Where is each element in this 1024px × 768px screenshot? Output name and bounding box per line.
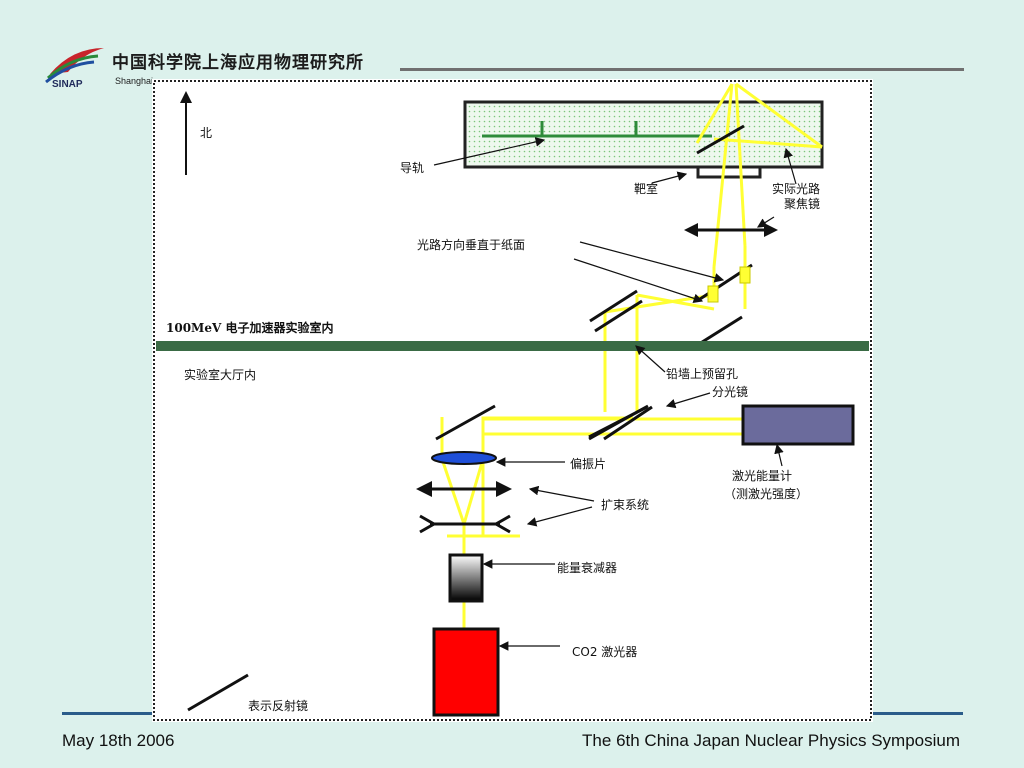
- footer-rule-left: [62, 712, 152, 715]
- beam-expander-convex-lens-icon: [416, 481, 512, 497]
- focus-lens-icon: [684, 223, 778, 237]
- north-arrow-icon: [180, 91, 192, 175]
- beam-perp-mark: [707, 285, 719, 303]
- mirror-legend-icon: [187, 673, 249, 712]
- lower-beam-path: [440, 417, 485, 629]
- guide-rail-label: 导轨: [400, 161, 424, 175]
- beam-expander-concave-lens-icon: [419, 514, 511, 534]
- footer-date: May 18th 2006: [62, 731, 175, 750]
- logo-text: SINAP: [52, 79, 83, 90]
- mirror: [594, 299, 643, 333]
- footer-rule-right: [873, 712, 963, 715]
- room-upper-label: 100MeV 电子加速器实验室内: [166, 320, 333, 335]
- co2-laser-label: CO2 激光器: [572, 645, 637, 659]
- lead-wall-hole-label: 铅墙上预留孔: [666, 367, 738, 381]
- target-chamber-label: 靶室: [634, 181, 658, 196]
- header-rule: [400, 68, 964, 71]
- room-lower-label: 实验室大厅内: [184, 367, 256, 382]
- beamline-diagram: 北: [152, 79, 873, 722]
- footer-conference: The 6th China Japan Nuclear Physics Symp…: [582, 731, 960, 750]
- institute-name-en: Shanghai: [115, 76, 154, 86]
- actual-path-label: 实际光路: [772, 181, 820, 196]
- chamber-port: [696, 165, 762, 179]
- callout-lines: [433, 137, 797, 651]
- energy-attenuator: [448, 553, 484, 603]
- laser-energy-meter-label: 激光能量计: [732, 469, 792, 483]
- north-label: 北: [200, 126, 212, 140]
- laser-energy-meter: [741, 404, 855, 446]
- guide-rail: [482, 121, 712, 138]
- focus-mirror-label: 聚焦镜: [784, 196, 820, 211]
- polarizer-label: 偏振片: [570, 456, 606, 471]
- polarizer-icon: [431, 451, 497, 465]
- sinap-logo-icon: [45, 48, 104, 84]
- mirror-legend-label: 表示反射镜: [248, 698, 308, 713]
- diagram-frame: [153, 80, 872, 721]
- measure-intensity-label: （测激光强度）: [724, 486, 808, 501]
- lead-wall: [156, 341, 869, 351]
- co2-laser: [432, 627, 500, 717]
- beam-expander-label: 扩束系统: [601, 498, 649, 512]
- beam-splitter-label: 分光镜: [712, 384, 748, 399]
- attenuator-label: 能量衰减器: [557, 560, 617, 575]
- beam-perp-mark: [739, 266, 751, 284]
- institute-name-cn: 中国科学院上海应用物理研究所: [112, 53, 364, 73]
- beam-perp-label: 光路方向垂直于纸面: [417, 237, 525, 252]
